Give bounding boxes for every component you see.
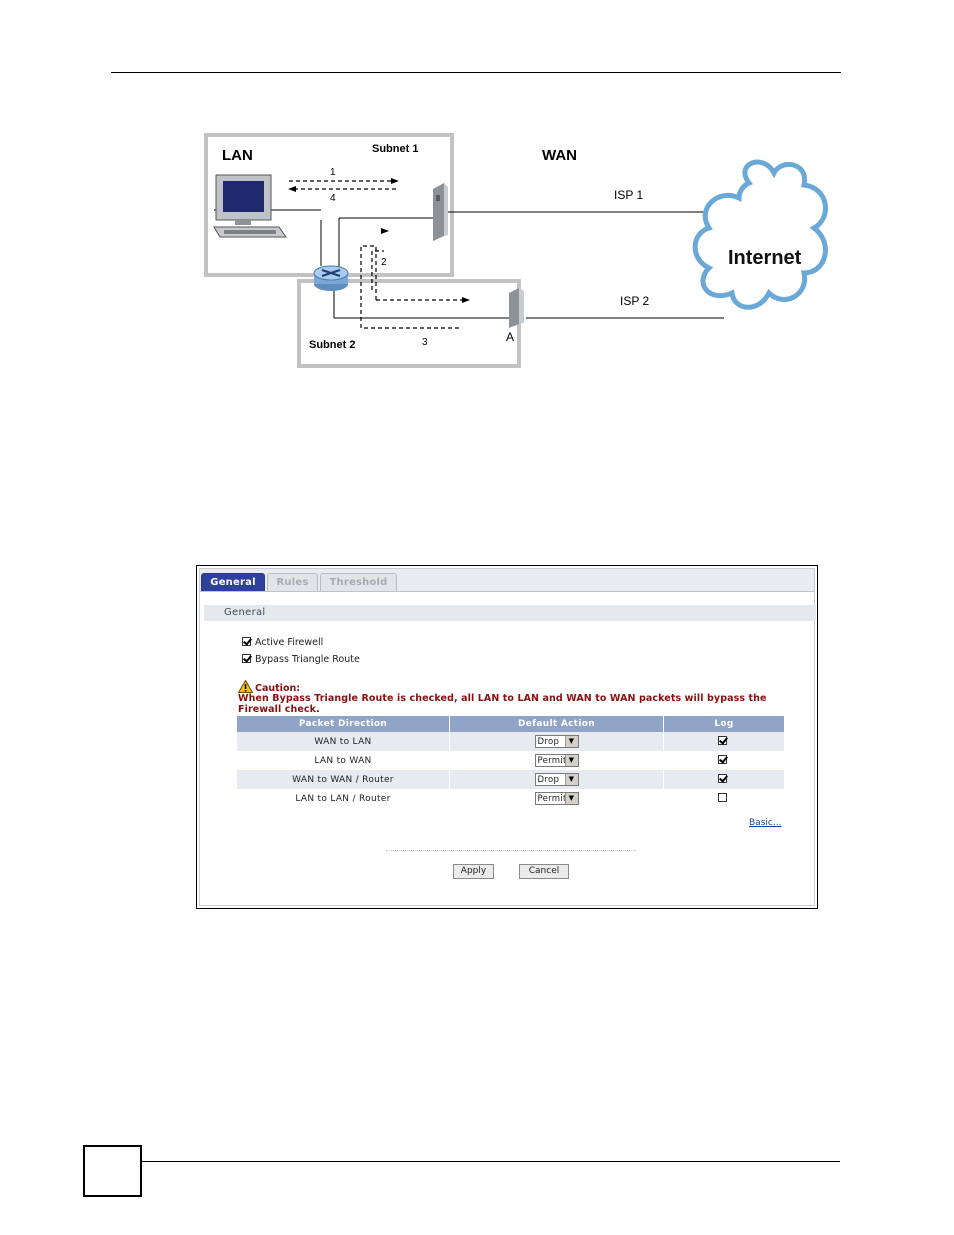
direction-cell: WAN to WAN / Router: [237, 770, 450, 789]
path-label-1: 1: [330, 167, 336, 178]
lan-label: LAN: [222, 147, 253, 164]
subnet2-box: [297, 279, 521, 368]
page-number-box: [83, 1145, 142, 1197]
table-row: WAN to LAN Drop ▼: [237, 732, 784, 751]
log-checkbox[interactable]: [717, 774, 727, 783]
dropdown-arrow-icon: ▼: [564, 755, 578, 766]
default-action-select[interactable]: Permit▼: [534, 754, 579, 767]
flow-arrows: [289, 180, 466, 329]
active-firewall-checkbox[interactable]: [242, 637, 251, 646]
bypass-triangle-label: Bypass Triangle Route: [255, 654, 360, 665]
firewall-general-screen: General Rules Threshold General Active F…: [196, 565, 818, 909]
header-packet-direction: Packet Direction: [237, 716, 450, 732]
path-label-4: 4: [330, 193, 336, 204]
header-log: Log: [663, 716, 784, 732]
tab-threshold[interactable]: Threshold: [320, 573, 397, 591]
direction-cell: LAN to WAN: [237, 751, 450, 770]
select-value: Permit: [537, 756, 567, 766]
section-title: General: [204, 605, 816, 621]
log-cell: [663, 751, 784, 770]
cancel-button[interactable]: Cancel: [519, 864, 569, 879]
action-cell: Permit▼: [449, 789, 664, 808]
caution-title: Caution:: [255, 683, 301, 694]
select-value: Drop: [537, 775, 560, 785]
isp2-label: ISP 2: [620, 294, 649, 308]
separator: [386, 850, 636, 851]
path-label-3: 3: [422, 337, 428, 348]
active-firewall-label: Active Firewell: [255, 637, 324, 648]
caution-heading: Caution:: [238, 680, 300, 694]
log-cell: [663, 770, 784, 789]
header-rule: [111, 72, 841, 73]
isp1-router-icon: [433, 183, 448, 241]
bypass-triangle-option[interactable]: Bypass Triangle Route: [242, 653, 360, 666]
isp1-label: ISP 1: [614, 188, 643, 202]
select-value: Permit: [537, 794, 567, 804]
computer-icon: [213, 174, 287, 238]
apply-button[interactable]: Apply: [453, 864, 494, 879]
active-firewall-option[interactable]: Active Firewell: [242, 636, 323, 649]
wan-label: WAN: [542, 147, 577, 164]
action-cell: Drop ▼: [449, 770, 664, 789]
tab-rules[interactable]: Rules: [267, 573, 318, 591]
log-checkbox[interactable]: [717, 755, 727, 764]
header-default-action: Default Action: [449, 716, 664, 732]
triangle-route-diagram: LAN WAN Subnet 1 Subnet 2 ISP 1 ISP 2 In…: [204, 133, 834, 369]
basic-link[interactable]: Basic...: [749, 818, 782, 828]
table-row: LAN to LAN / Router Permit▼: [237, 789, 784, 808]
default-action-select[interactable]: Permit▼: [534, 792, 579, 805]
subnet2-label: Subnet 2: [309, 339, 355, 351]
select-value: Drop: [537, 737, 560, 747]
bypass-triangle-checkbox[interactable]: [242, 654, 251, 663]
firewall-panel: General Rules Threshold General Active F…: [199, 568, 816, 906]
caution-message: When Bypass Triangle Route is checked, a…: [238, 693, 767, 715]
tab-bar: General Rules Threshold: [200, 569, 814, 592]
log-checkbox[interactable]: [717, 793, 727, 802]
packet-direction-table: Packet Direction Default Action Log WAN …: [237, 716, 784, 808]
warning-icon: [238, 680, 253, 693]
direction-cell: WAN to LAN: [237, 732, 450, 751]
switch-icon: [313, 265, 349, 291]
table-row: WAN to WAN / Router Drop ▼: [237, 770, 784, 789]
path-label-2: 2: [381, 257, 387, 268]
direction-cell: LAN to LAN / Router: [237, 789, 450, 808]
default-action-select[interactable]: Drop ▼: [534, 735, 579, 748]
default-action-select[interactable]: Drop ▼: [534, 773, 579, 786]
log-cell: [663, 732, 784, 751]
footer-rule: [140, 1161, 840, 1162]
internet-cloud-icon: [692, 159, 828, 310]
log-checkbox[interactable]: [717, 736, 727, 745]
dropdown-arrow-icon: ▼: [564, 736, 578, 747]
internet-label: Internet: [728, 247, 802, 269]
dropdown-arrow-icon: ▼: [564, 774, 578, 785]
table-row: LAN to WAN Permit▼: [237, 751, 784, 770]
action-cell: Permit▼: [449, 751, 664, 770]
log-cell: [663, 789, 784, 808]
tab-general[interactable]: General: [201, 573, 265, 591]
subnet1-label: Subnet 1: [372, 143, 418, 155]
dropdown-arrow-icon: ▼: [564, 793, 578, 804]
router-a-label: A: [506, 330, 514, 344]
action-cell: Drop ▼: [449, 732, 664, 751]
isp2-router-icon: [509, 288, 524, 328]
